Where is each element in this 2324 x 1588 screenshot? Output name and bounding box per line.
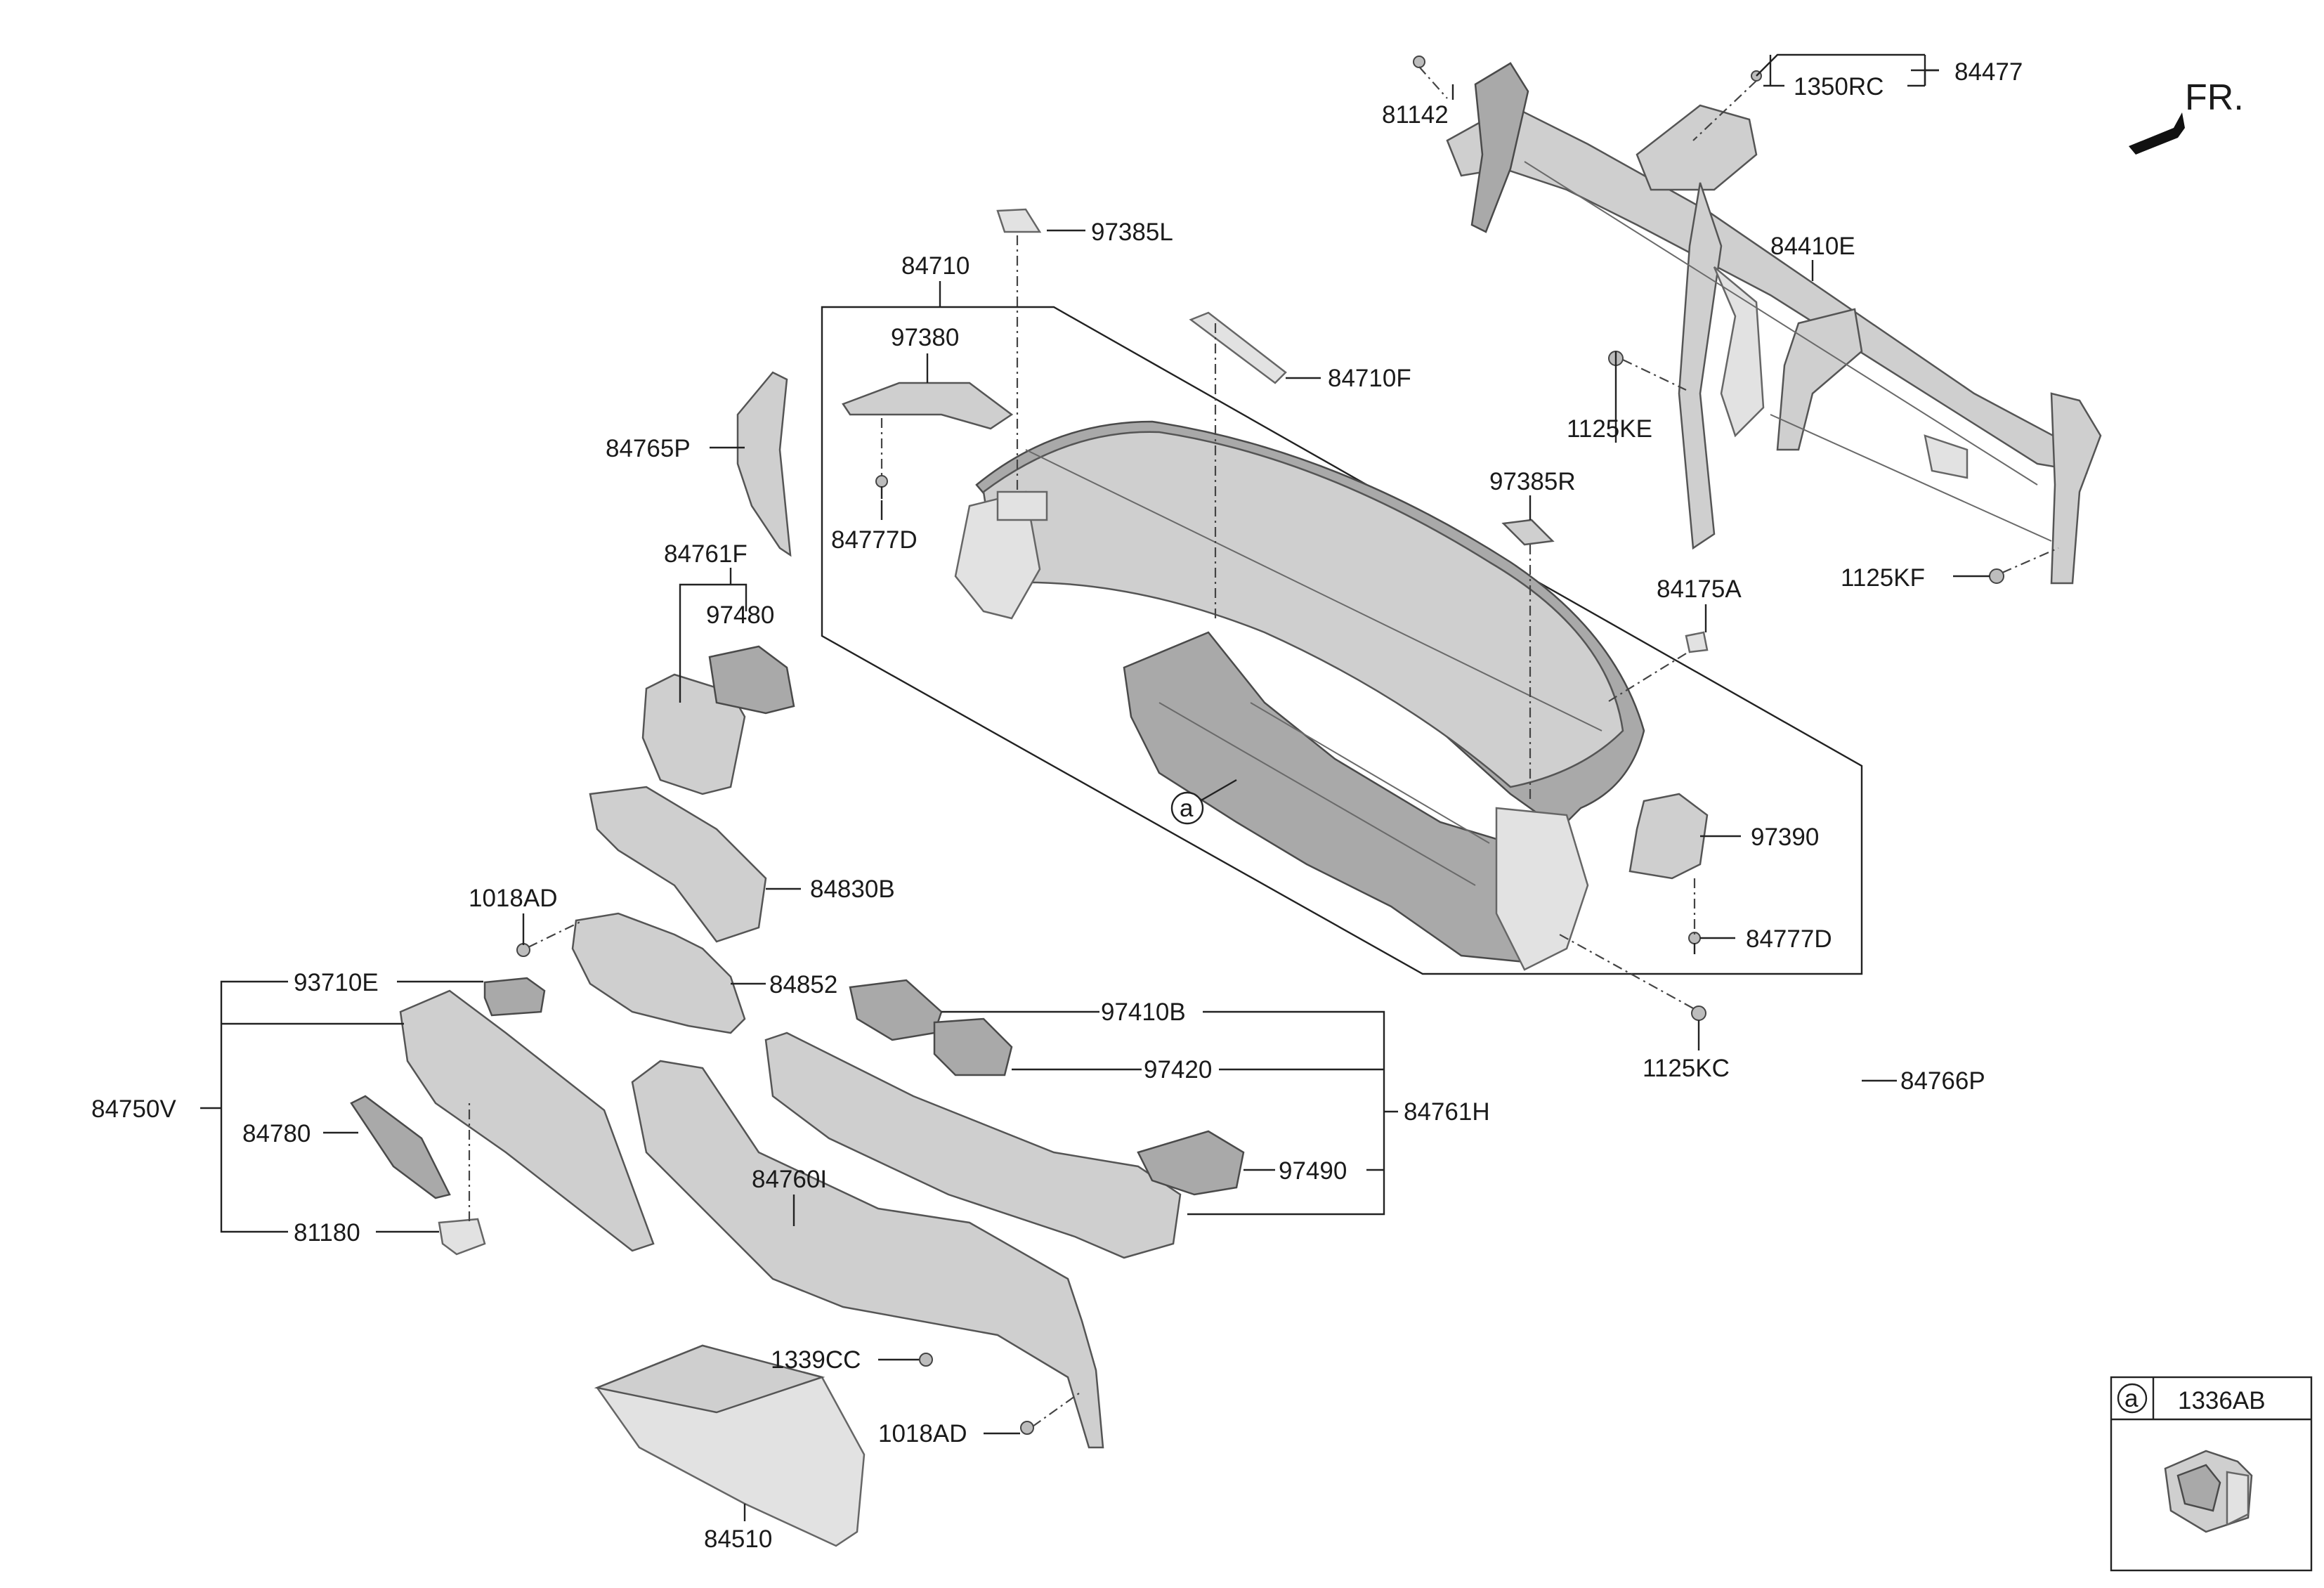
callout-84175A[interactable]: 84175A	[1657, 575, 1742, 603]
callout-97490-label[interactable]: 97490	[1279, 1157, 1347, 1185]
callout-84750V[interactable]: 84750V	[91, 1095, 176, 1123]
bolt-1339CC[interactable]	[919, 1353, 933, 1367]
svg-text:a: a	[1180, 795, 1194, 822]
callout-97385R[interactable]: 97385R	[1489, 468, 1576, 495]
center-vent-97410B[interactable]	[849, 979, 943, 1041]
callout-84780[interactable]: 84780	[242, 1120, 311, 1147]
front-direction-indicator: FR.	[2129, 77, 2244, 155]
lower-crash-pad-84760I[interactable]	[631, 1060, 1104, 1449]
callout-97410B[interactable]: 97410B	[1101, 998, 1186, 1026]
leader-lines	[200, 53, 2059, 1521]
lower-panel-84750V[interactable]	[399, 989, 655, 1252]
callout-1018AD-bottom[interactable]: 1018AD	[878, 1420, 967, 1447]
bolt-1018AD-bottom[interactable]	[1020, 1421, 1034, 1435]
callout-1125KC[interactable]: 1125KC	[1643, 1055, 1730, 1082]
callout-84510[interactable]: 84510	[704, 1525, 772, 1553]
callout-84710[interactable]: 84710	[901, 252, 970, 280]
callout-1125KE[interactable]: 1125KE	[1567, 415, 1652, 443]
detail-marker-a[interactable]: a	[1170, 791, 1204, 825]
defroster-duct-right[interactable]	[1628, 793, 1709, 880]
steering-column-shroud[interactable]	[571, 912, 746, 1034]
bolt-1125KF[interactable]	[1989, 568, 2004, 584]
callout-84852[interactable]: 84852	[769, 971, 837, 998]
cluster-housing[interactable]	[589, 786, 767, 943]
inset-detail-box: a 1336AB	[2110, 1376, 2313, 1572]
callout-97420[interactable]: 97420	[1144, 1056, 1212, 1083]
callout-84410E[interactable]: 84410E	[1770, 233, 1855, 260]
callout-84761F[interactable]: 84761F	[664, 540, 748, 568]
crash-pad-strip[interactable]	[1189, 311, 1287, 384]
bolt-84777D-right[interactable]	[1688, 932, 1701, 954]
inset-part-number[interactable]: 1336AB	[2178, 1387, 2266, 1414]
bracket-81180[interactable]	[438, 1218, 486, 1256]
label-tag[interactable]	[1685, 631, 1709, 653]
clip-1336AB-icon[interactable]	[2164, 1450, 2253, 1533]
callout-84766P[interactable]: 84766P	[1900, 1067, 1985, 1095]
center-fascia-84761H[interactable]	[764, 1031, 1182, 1259]
callout-81142[interactable]: 81142	[1382, 101, 1449, 129]
callout-97390[interactable]: 97390	[1751, 824, 1819, 851]
callout-84777D-top[interactable]: 84777D	[831, 526, 918, 554]
callout-97380[interactable]: 97380	[891, 324, 959, 351]
sensor-cover-left[interactable]	[996, 208, 1042, 233]
dashboard-group-frame	[821, 306, 1863, 975]
callout-81180[interactable]: 81180	[294, 1219, 360, 1247]
callout-1125KF[interactable]: 1125KF	[1841, 564, 1925, 592]
callout-97385L[interactable]: 97385L	[1091, 219, 1173, 246]
bolt-1125KC[interactable]	[1691, 1005, 1706, 1021]
crash-pad-lower-switch[interactable]	[483, 977, 546, 1017]
side-vent-97480[interactable]	[708, 645, 795, 715]
callout-84830B[interactable]: 84830B	[810, 876, 895, 903]
side-vent-97490[interactable]	[1137, 1130, 1245, 1196]
front-arrow-icon	[2129, 112, 2185, 155]
bolt-81142[interactable]	[1413, 56, 1425, 68]
callout-84765P[interactable]: 84765P	[606, 435, 691, 462]
callout-1339CC[interactable]: 1339CC	[771, 1346, 861, 1374]
callout-84477[interactable]: 84477	[1954, 58, 2023, 86]
inset-letter: a	[2124, 1385, 2139, 1412]
cluster-facia-panel[interactable]	[641, 673, 746, 795]
center-vent-97420[interactable]	[933, 1017, 1013, 1076]
side-cover-left[interactable]	[736, 371, 792, 557]
callout-labels: 84477 1350RC 81142 97385L 84410E 84710 9…	[91, 58, 2023, 1553]
callout-84710F[interactable]: 84710F	[1328, 365, 1411, 392]
callout-84760I[interactable]: 84760I	[752, 1166, 827, 1193]
callout-97480[interactable]: 97480	[706, 601, 774, 629]
bolt-84777D-top[interactable]	[875, 475, 888, 499]
defroster-duct-left[interactable]	[842, 382, 1014, 430]
lower-cover-84780[interactable]	[350, 1095, 451, 1199]
callout-1350RC[interactable]: 1350RC	[1794, 73, 1884, 100]
glove-box-interior	[594, 1344, 825, 1414]
callout-1018AD-top[interactable]: 1018AD	[469, 885, 557, 912]
main-crash-pad[interactable]	[954, 420, 1645, 971]
cowl-cross-bar[interactable]	[1446, 62, 2102, 585]
callout-84777D-right[interactable]: 84777D	[1746, 925, 1832, 953]
front-label: FR.	[2185, 77, 2244, 118]
callout-84761H[interactable]: 84761H	[1404, 1098, 1490, 1126]
speaker-grille-right[interactable]	[1501, 519, 1555, 546]
callout-93710E[interactable]: 93710E	[294, 969, 379, 996]
bolt-1018AD-top[interactable]	[516, 943, 530, 957]
